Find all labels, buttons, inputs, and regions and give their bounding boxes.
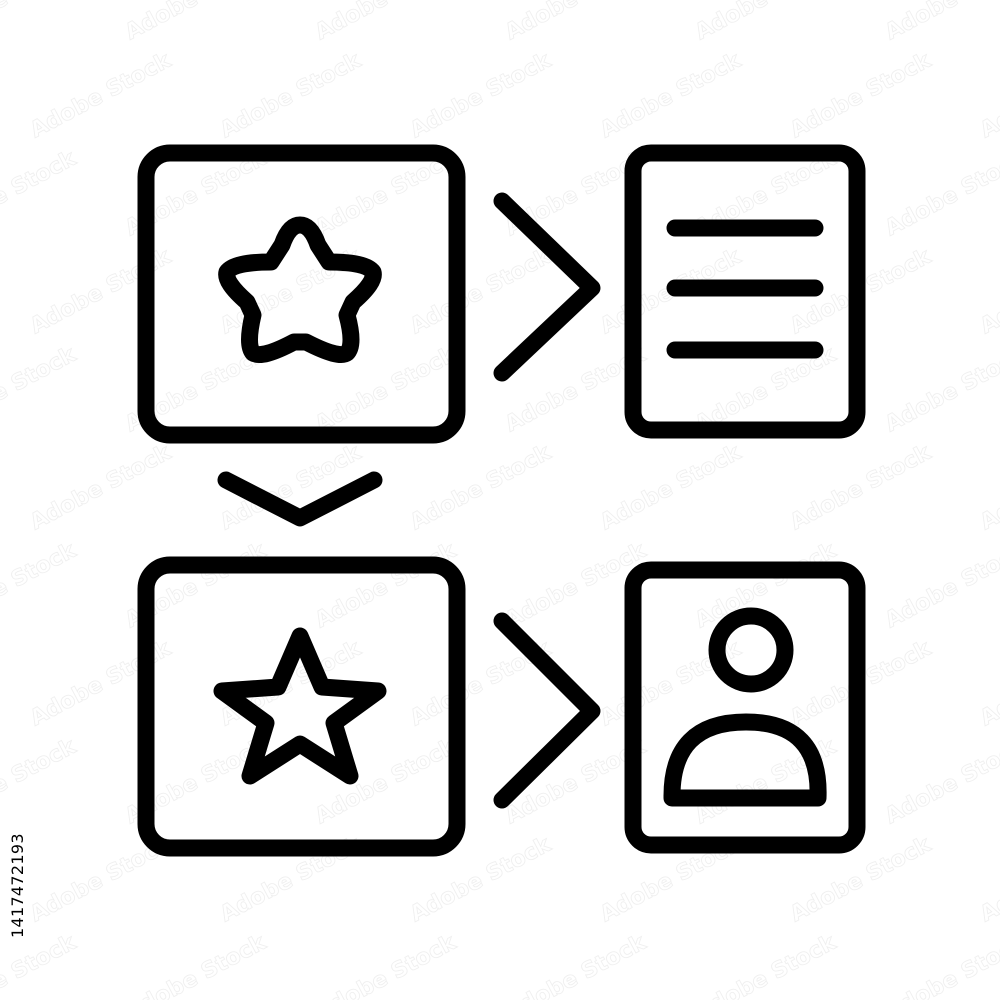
user-profile-icon	[663, 607, 827, 807]
watermark-text: Adobe Stock	[976, 832, 1000, 928]
star-icon	[213, 627, 387, 785]
watermark-text: Adobe Stock	[311, 538, 461, 634]
chevron-down-icon	[217, 471, 383, 527]
watermark-text: Adobe Stock	[0, 342, 81, 438]
watermark-text: Adobe Stock	[0, 0, 81, 45]
card-frame	[137, 556, 466, 857]
watermark-text: Adobe Stock	[406, 244, 556, 340]
document-lines-icon	[666, 219, 824, 359]
watermark-text: Adobe Stock	[881, 146, 1000, 242]
watermark-text: Adobe Stock	[976, 48, 1000, 144]
watermark-text: Adobe Stock	[786, 440, 936, 536]
card-frame	[624, 561, 866, 854]
chevron-right-icon	[493, 612, 601, 809]
profile-card	[624, 561, 866, 854]
watermark-text: Adobe Stock	[691, 0, 841, 45]
card-frame	[137, 144, 466, 444]
watermark-text: Adobe Stock	[406, 440, 556, 536]
icon-line-art	[137, 144, 866, 857]
watermark-text: Adobe Stock	[691, 930, 841, 1000]
watermark-text: Adobe Stock	[976, 636, 1000, 732]
watermark-text: Adobe Stock	[881, 538, 1000, 634]
watermark-text: Adobe Stock	[311, 930, 461, 1000]
watermark-text: Adobe Stock	[501, 930, 651, 1000]
watermark-text: Adobe Stock	[881, 930, 1000, 1000]
watermark-text: Adobe Stock	[26, 440, 176, 536]
watermark-text: Adobe Stock	[881, 734, 1000, 830]
star-outline-icon	[218, 216, 382, 364]
watermark-text: Adobe Stock	[216, 48, 366, 144]
watermark-text: Adobe Stock	[121, 0, 271, 45]
watermark-text: Adobe Stock	[26, 48, 176, 144]
chevron-right-icon	[493, 192, 601, 382]
watermark-text: Adobe Stock	[0, 538, 81, 634]
watermark-text: Adobe Stock	[976, 244, 1000, 340]
watermark-text: Adobe Stock	[406, 48, 556, 144]
card-frame	[624, 144, 866, 439]
watermark-text: Adobe Stock	[0, 930, 81, 1000]
watermark-text: Adobe Stock	[596, 440, 746, 536]
watermark-text: Adobe Stock	[121, 930, 271, 1000]
watermark-text: Adobe Stock	[881, 342, 1000, 438]
top-left-card	[137, 144, 466, 444]
watermark-text: Adobe Stock	[501, 0, 651, 45]
watermark-text: Adobe Stock	[881, 0, 1000, 45]
watermark-text: Adobe Stock	[596, 48, 746, 144]
document-card	[624, 144, 866, 439]
watermark-text: Adobe Stock	[786, 48, 936, 144]
watermark-text: Adobe Stock	[0, 146, 81, 242]
watermark-text: Adobe Stock	[311, 0, 461, 45]
stock-id-label: 1417472193	[8, 833, 27, 938]
watermark-text: Adobe Stock	[0, 734, 81, 830]
watermark-text: Adobe Stock	[976, 440, 1000, 536]
bottom-left-card	[137, 556, 466, 857]
